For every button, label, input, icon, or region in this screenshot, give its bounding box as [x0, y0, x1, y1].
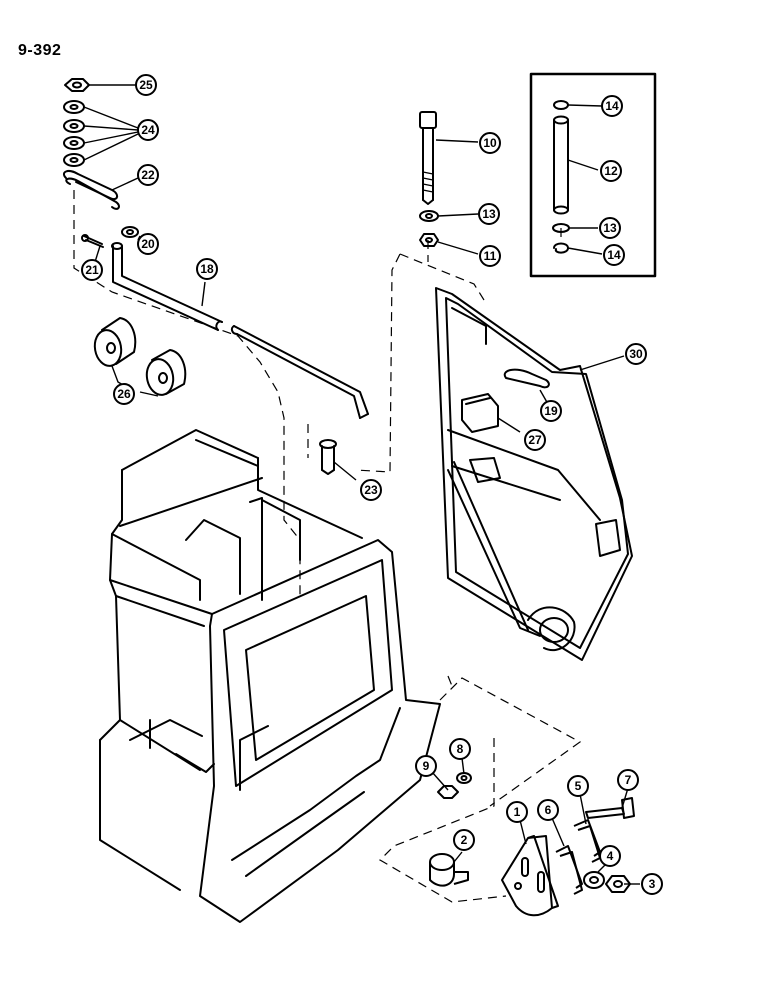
- callout-label-13a: 13: [482, 207, 496, 221]
- callout-label-12: 12: [604, 164, 618, 178]
- bumper-26b-drawing: [145, 349, 187, 396]
- callout-label-14a: 14: [605, 99, 619, 113]
- callout-label-27: 27: [528, 433, 542, 447]
- callout-label-11: 11: [484, 249, 497, 263]
- callout-label-14b: 14: [607, 248, 621, 262]
- callout-label-1: 1: [514, 805, 521, 819]
- callout-label-19: 19: [544, 404, 558, 418]
- callout-circle-23: [360, 479, 382, 501]
- callout-circle-9: [415, 755, 437, 777]
- callout-circle-19: [540, 400, 562, 422]
- cotter-pin-21-drawing: [81, 234, 104, 248]
- bolt-23-drawing: [319, 439, 337, 475]
- bumper-26a-drawing: [93, 317, 137, 367]
- door-30-drawing: [435, 287, 633, 661]
- callout-circle-3: [641, 873, 663, 895]
- washer-13-drawing: [419, 210, 439, 222]
- nut-11-drawing: [419, 233, 439, 247]
- callout-label-9: 9: [423, 759, 430, 773]
- washer-20-drawing: [121, 226, 139, 238]
- callout-circle-13b: [599, 217, 621, 239]
- callout-circle-6: [537, 799, 559, 821]
- nut-25-drawing: [64, 78, 90, 92]
- callout-circle-8: [449, 738, 471, 760]
- callout-label-6: 6: [545, 803, 552, 817]
- callout-circle-22: [137, 164, 159, 186]
- latch-19-drawing: [503, 368, 550, 389]
- cab-frame-drawing: [99, 429, 441, 923]
- callout-circle-4: [599, 845, 621, 867]
- door-handle-27-drawing: [461, 393, 499, 433]
- callout-circle-10: [479, 132, 501, 154]
- callout-label-2: 2: [461, 833, 468, 847]
- callout-circle-27: [524, 429, 546, 451]
- callout-circle-18: [196, 258, 218, 280]
- bolt-10-drawing: [419, 111, 437, 205]
- callout-circle-5: [567, 775, 589, 797]
- callout-circle-14b: [603, 244, 625, 266]
- nut-9-drawing: [437, 785, 459, 799]
- callout-circle-11: [479, 245, 501, 267]
- callout-circle-21: [81, 259, 103, 281]
- callout-label-20: 20: [141, 237, 155, 251]
- guide-lines: [73, 190, 582, 903]
- washer-8-drawing: [456, 772, 472, 784]
- callout-label-25: 25: [139, 78, 153, 92]
- callout-label-10: 10: [483, 136, 497, 150]
- rod-18-drawing: [111, 242, 369, 419]
- callout-label-26: 26: [117, 387, 131, 401]
- callout-label-24: 24: [141, 123, 155, 137]
- callout-label-18: 18: [200, 262, 214, 276]
- callout-label-23: 23: [364, 483, 378, 497]
- bolt-7-drawing: [585, 797, 635, 819]
- clip-6-drawing: [555, 845, 583, 895]
- washer-4-drawing: [583, 871, 605, 889]
- callout-circle-30: [625, 343, 647, 365]
- washer-stack-24-drawing: [63, 100, 85, 167]
- callout-label-22: 22: [141, 168, 155, 182]
- page-number: 9-392: [18, 42, 62, 59]
- callout-label-21: 21: [85, 263, 99, 277]
- callout-circle-26: [113, 383, 135, 405]
- callout-circle-25: [135, 74, 157, 96]
- callout-label-8: 8: [457, 742, 464, 756]
- clip-5-drawing: [573, 819, 601, 863]
- callout-label-13b: 13: [603, 221, 617, 235]
- callout-label-3: 3: [649, 877, 656, 891]
- callout-circle-24: [137, 119, 159, 141]
- callout-label-5: 5: [575, 779, 582, 793]
- callout-circle-7: [617, 769, 639, 791]
- callout-circle-2: [453, 829, 475, 851]
- stud-2-drawing: [429, 853, 469, 887]
- callout-label-4: 4: [607, 849, 614, 863]
- callout-circle-1: [506, 801, 528, 823]
- callout-label-7: 7: [625, 773, 632, 787]
- callout-circle-20: [137, 233, 159, 255]
- inset-frame: [529, 72, 657, 278]
- bracket-1-drawing: [501, 835, 559, 917]
- callout-circle-12: [600, 160, 622, 182]
- callout-label-30: 30: [629, 347, 643, 361]
- callout-circle-14a: [601, 95, 623, 117]
- spring-clip-22-drawing: [62, 170, 120, 210]
- callout-circle-13a: [478, 203, 500, 225]
